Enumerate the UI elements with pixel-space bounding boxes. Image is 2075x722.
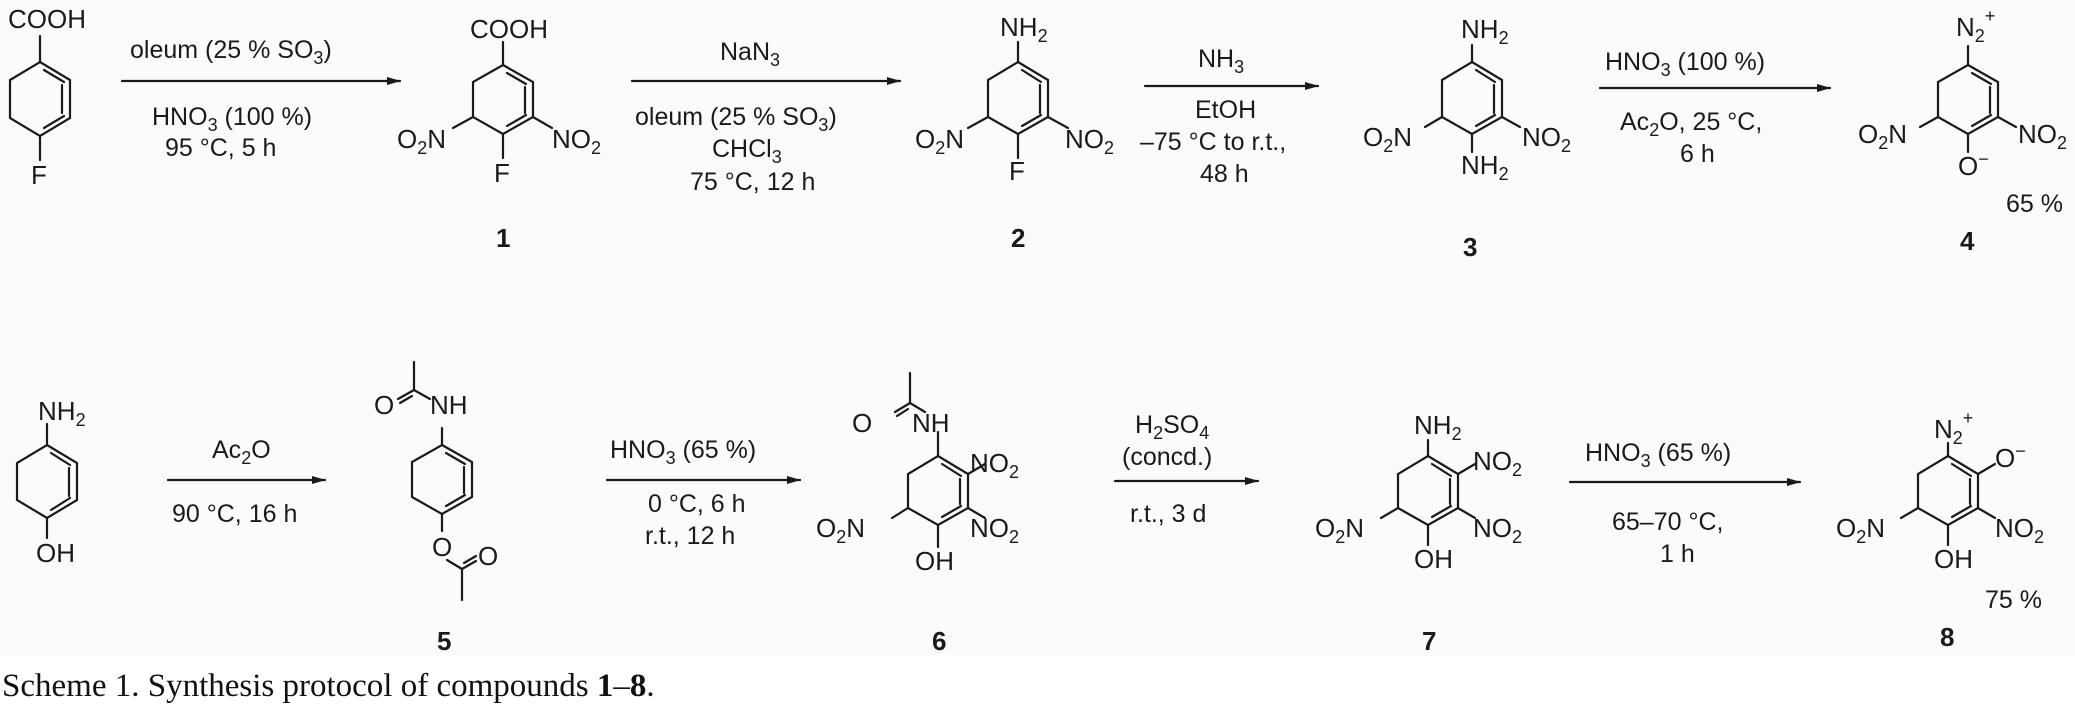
c1-cooh: COOH [470,14,548,44]
scheme-drawing: COOH F oleum (25 % SO3) HNO3 (100 %) 95 … [8,4,2067,656]
arrow3-solvent: EtOH [1195,96,1256,124]
c3-nh2-bottom: NH2 [1461,150,1509,184]
c6-o2n: O2N [816,513,865,547]
c6-no2-upper: NO2 [970,448,1019,482]
c6-no2-lower: NO2 [970,513,1019,547]
c7-oh: OH [1414,544,1453,574]
caption-dash: – [613,668,630,704]
compound-number-3: 3 [1463,232,1477,262]
compound-number-2: 2 [1011,223,1025,253]
arrow6-conditions-1: 0 °C, 6 h [648,490,746,518]
arrow8-conditions-1: 65–70 °C, [1612,508,1723,536]
c5-nh: NH [430,390,468,420]
c1-f: F [494,158,510,188]
start2-nh2: NH2 [38,396,86,430]
compound-2-ring [966,40,1070,160]
c3-no2: NO2 [1522,122,1571,156]
arrow4-reagent-above: HNO3 (100 %) [1605,48,1765,80]
c7-o2n: O2N [1315,513,1364,547]
c5-ester-o: O [432,532,452,562]
c5-ester-carbonyl-o: O [478,541,498,571]
arrow3-time: 48 h [1200,160,1249,188]
arrow2-solvent: CHCl3 [712,135,782,167]
arrow3-conditions: –75 °C to r.t., [1140,128,1286,156]
c5-carbonyl-o: O [374,390,394,420]
arrow8-reagent-above: HNO3 (65 %) [1585,439,1731,471]
c6-nh: NH [912,408,950,438]
c8-phenolate: O− [1995,441,2026,473]
reaction-scheme: COOH F oleum (25 % SO3) HNO3 (100 %) 95 … [8,4,2068,656]
c7-no2-lower: NO2 [1473,513,1522,547]
arrow5-reagent-above: Ac2O [212,436,271,468]
arrow8-conditions-2: 1 h [1660,540,1695,568]
c4-no2: NO2 [2018,119,2067,153]
c2-nh2: NH2 [1000,12,1048,46]
c8-diazonium: N2+ [1934,408,1973,448]
arrow5-conditions: 90 °C, 16 h [172,500,297,528]
arrow3-reagent-above: NH3 [1198,45,1244,77]
compound-number-7: 7 [1422,626,1436,656]
arrow1-reagent-below: HNO3 (100 %) [152,103,312,135]
arrow1-conditions: 95 °C, 5 h [165,134,276,162]
c8-yield: 75 % [1985,586,2042,614]
compound-7-structure [1379,438,1477,547]
c4-diazonium: N2+ [1956,6,1995,46]
start-material-4-aminophenol [15,422,79,540]
compound-6-structure [890,371,987,549]
compound-number-8: 8 [1940,622,1954,652]
caption-range-start: 1 [596,668,614,704]
c4-o2n: O2N [1858,119,1907,153]
start2-oh: OH [36,538,75,568]
caption-range-end: 8 [629,668,647,704]
c8-o2n: O2N [1836,513,1885,547]
arrow1-reagent-above: oleum (25 % SO3) [130,36,332,68]
c4-phenolate: O− [1958,149,1989,181]
caption-text: Scheme 1. Synthesis protocol of compound… [2,668,597,704]
c2-o2n: O2N [915,124,964,158]
c2-no2: NO2 [1065,124,1114,158]
arrow7-reagent-above-1: H2SO4 [1135,411,1209,443]
compound-1-ring [451,40,554,160]
arrow4-time: 6 h [1680,140,1715,168]
c3-nh2-top: NH2 [1461,14,1509,48]
arrow7-conditions: r.t., 3 d [1130,500,1206,528]
c4-yield: 65 % [2006,190,2063,218]
c8-no2: NO2 [1995,513,2044,547]
c6-carbonyl-o: O [852,408,872,438]
compound-number-4: 4 [1960,226,1975,256]
arrow6-conditions-2: r.t., 12 h [645,522,735,550]
c6-oh: OH [915,546,954,576]
compound-3-ring [1423,43,1522,154]
arrow2-reagent-below: oleum (25 % SO3) [635,103,837,135]
compound-number-1: 1 [496,223,510,253]
arrow7-reagent-above-2: (concd.) [1122,443,1212,471]
c7-no2-upper: NO2 [1473,446,1522,480]
c2-f: F [1009,156,1025,186]
compound-8-structure [1899,441,1997,547]
figure-caption: Scheme 1. Synthesis protocol of compound… [2,668,655,705]
arrow4-reagent-below: Ac2O, 25 °C, [1620,108,1762,140]
compound-4-ring [1918,44,2018,154]
c7-nh2: NH2 [1414,410,1462,444]
c8-oh: OH [1934,544,1973,574]
label-f: F [31,160,47,190]
start-material-4-fluorobenzoic-acid [8,34,72,162]
compound-number-6: 6 [932,626,946,656]
c1-no2: NO2 [552,124,601,158]
arrow2-reagent-above: NaN3 [720,38,780,70]
caption-period: . [646,668,655,704]
compound-number-5: 5 [437,626,451,656]
c1-o2n: O2N [397,124,446,158]
arrow6-reagent-above: HNO3 (65 %) [610,436,756,468]
compound-5-structure [396,360,478,602]
arrow2-conditions: 75 °C, 12 h [690,168,815,196]
label-cooh: COOH [8,4,86,34]
c3-o2n: O2N [1363,122,1412,156]
